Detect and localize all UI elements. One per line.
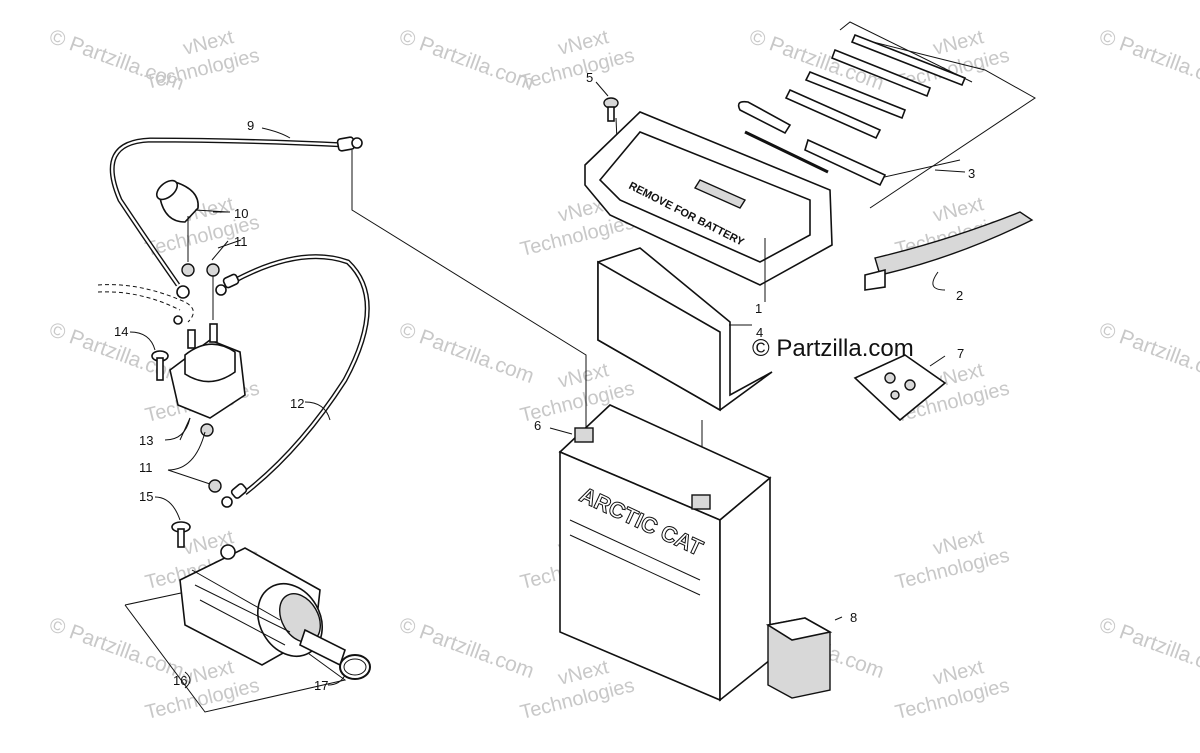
terminal-boot xyxy=(155,179,230,262)
tool-kit xyxy=(737,21,973,187)
callout-6: 6 xyxy=(534,418,541,433)
leader-lines xyxy=(97,39,1036,713)
callout-15: 15 xyxy=(139,489,153,504)
hex-nut xyxy=(181,239,242,493)
callout-11: 11 xyxy=(234,234,248,249)
copyright-mark: © Partzilla.com xyxy=(752,335,914,362)
callout-7: 7 xyxy=(957,346,964,361)
battery-bracket xyxy=(597,247,773,412)
hardware-kit xyxy=(853,354,947,422)
callout-leaders xyxy=(129,81,966,686)
callout-2: 2 xyxy=(956,288,963,303)
hold-down-strap xyxy=(864,211,1034,291)
callout-17: 17 xyxy=(314,678,328,693)
starter-cable xyxy=(215,254,370,508)
starter-solenoid xyxy=(169,315,246,441)
callout-numbers: 1 2 3 4 5 6 7 8 9 10 11 11 12 13 14 15 1… xyxy=(114,70,975,693)
o-ring xyxy=(339,654,371,680)
cover-screw xyxy=(603,97,619,122)
watermark-copyright: © Partzilla.com xyxy=(396,318,537,388)
watermark-copyright: © Partzilla.com xyxy=(1096,25,1200,95)
callout-4: 4 xyxy=(756,325,763,340)
callout-8: 8 xyxy=(850,610,857,625)
watermark-copyright: © Partzilla.com xyxy=(396,613,537,683)
callout-11: 11 xyxy=(139,460,153,475)
starter-bolt xyxy=(171,521,191,548)
watermark-copyright: © Partzilla.com xyxy=(1096,318,1200,388)
watermark-copyright: © Partzilla.com xyxy=(46,613,187,683)
callout-16: 16 xyxy=(173,673,187,688)
callout-3: 3 xyxy=(968,166,975,181)
callout-14: 14 xyxy=(114,324,128,339)
callout-1: 1 xyxy=(755,301,762,316)
callout-12: 12 xyxy=(290,396,304,411)
watermark-copyright: © Partzilla.com xyxy=(1096,613,1200,683)
callout-13: 13 xyxy=(139,433,153,448)
positive-cable xyxy=(109,136,363,299)
watermark-copyright: © Partzilla.com xyxy=(396,25,537,95)
battery-pad xyxy=(765,617,833,699)
watermark-copyright: © Partzilla.com xyxy=(46,25,187,95)
callout-9: 9 xyxy=(247,118,254,133)
callout-5: 5 xyxy=(586,70,593,85)
solenoid-bolt xyxy=(151,350,169,381)
callout-10: 10 xyxy=(234,206,248,221)
battery: ARCTIC CAT xyxy=(558,404,772,702)
